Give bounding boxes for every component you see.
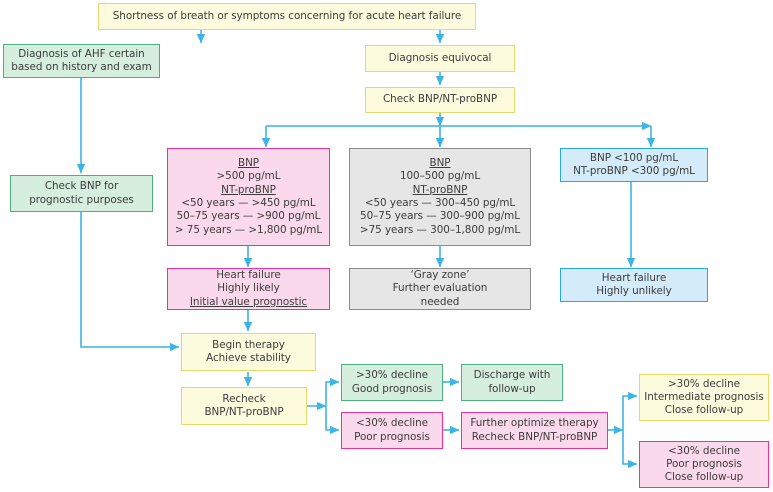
node-ahf-certain-line-1: based on history and exam bbox=[11, 61, 152, 73]
node-mid-values-line-3: <50 years — 300–450 pg/mL bbox=[364, 197, 516, 209]
edge-recheck-to-poor bbox=[325, 406, 340, 435]
node-high-values-line-0: BNP bbox=[237, 157, 260, 170]
node-gray-zone-line-2: needed bbox=[420, 295, 460, 308]
node-poor-prognosis-line-0: <30% decline bbox=[356, 417, 428, 430]
node-mid-values-line-5: >75 years — 300–1,800 pg/mL bbox=[359, 223, 521, 236]
node-discharge[interactable]: Discharge with follow-up bbox=[461, 364, 563, 401]
node-high-values[interactable]: BNP >500 pg/mL NT-proBNP <50 years — >45… bbox=[167, 148, 330, 246]
node-recheck[interactable]: Recheck BNP/NT-proBNP bbox=[181, 387, 307, 425]
node-good-prognosis[interactable]: >30% decline Good prognosis bbox=[341, 364, 443, 401]
node-start-line-0: Shortness of breath or symptoms concerni… bbox=[112, 9, 462, 22]
node-poor-prognosis[interactable]: <30% decline Poor prognosis bbox=[341, 412, 443, 449]
node-gray-zone-line-0: ‘Gray zone’ bbox=[410, 269, 470, 282]
node-mid-values[interactable]: BNP 100–500 pg/mL NT-proBNP <50 years — … bbox=[349, 148, 531, 246]
node-poor-prognosis-line-1: Poor prognosis bbox=[354, 430, 430, 443]
node-high-values-line-3: <50 years — >450 pg/mL bbox=[181, 197, 316, 209]
node-intermediate-prognosis-line-1: Intermediate prognosis bbox=[644, 390, 764, 403]
edge-optimize-to-intermediate bbox=[622, 391, 638, 430]
node-poor-prognosis-close-line-1: Poor prognosis bbox=[666, 457, 742, 470]
node-further-optimize[interactable]: Further optimize therapy Recheck BNP/NT-… bbox=[461, 412, 608, 449]
node-gray-zone-line-1: Further evaluation bbox=[392, 282, 488, 295]
node-recheck-line-1: BNP/NT-proBNP bbox=[204, 406, 284, 418]
node-mid-values-line-4: 50–75 years — 300–900 pg/mL bbox=[360, 210, 520, 223]
node-check-bnp-prognostic-line-1: prognostic purposes bbox=[29, 193, 134, 206]
node-check-bnp-line-0: Check BNP/NT-proBNP bbox=[382, 93, 498, 106]
node-start[interactable]: Shortness of breath or symptoms concerni… bbox=[98, 3, 476, 30]
node-intermediate-prognosis-line-2: Close follow-up bbox=[664, 404, 744, 417]
node-gray-zone[interactable]: ‘Gray zone’ Further evaluation needed bbox=[349, 268, 531, 310]
node-good-prognosis-line-0: >30% decline bbox=[356, 369, 428, 382]
node-low-values[interactable]: BNP <100 pg/mL NT-proBNP <300 pg/mL bbox=[560, 148, 708, 182]
node-low-values-line-1: NT-proBNP <300 pg/mL bbox=[573, 165, 695, 177]
edge-optimize-to-poor-close bbox=[622, 430, 638, 469]
node-hf-unlikely-line-1: Highly unlikely bbox=[596, 285, 672, 297]
node-ahf-certain-line-0: Diagnosis of AHF certain bbox=[18, 47, 145, 60]
node-further-optimize-line-1: Recheck BNP/NT-proBNP bbox=[471, 430, 598, 443]
node-begin-therapy-line-0: Begin therapy bbox=[212, 338, 285, 351]
node-poor-prognosis-close[interactable]: <30% decline Poor prognosis Close follow… bbox=[639, 441, 769, 488]
node-recheck-line-0: Recheck bbox=[222, 392, 266, 405]
edge-recheck-to-good bbox=[325, 377, 340, 406]
node-poor-prognosis-close-line-2: Close follow-up bbox=[664, 471, 744, 484]
node-high-values-line-4: 50–75 years — >900 pg/mL bbox=[176, 210, 321, 223]
node-discharge-line-1: follow-up bbox=[488, 382, 536, 395]
node-mid-values-line-2: NT-proBNP bbox=[412, 183, 468, 196]
node-intermediate-prognosis-line-0: >30% decline bbox=[668, 377, 740, 390]
node-mid-values-line-1: 100–500 pg/mL bbox=[399, 170, 481, 183]
edge-check-prognostic-to-begin-therapy bbox=[80, 212, 180, 352]
node-hf-likely-line-1: Highly likely bbox=[217, 282, 280, 295]
node-high-values-line-1: >500 pg/mL bbox=[216, 170, 281, 183]
node-hf-unlikely-line-0: Heart failure bbox=[601, 271, 667, 284]
node-further-optimize-line-0: Further optimize therapy bbox=[470, 417, 599, 430]
node-check-bnp-prognostic-line-0: Check BNP for bbox=[44, 180, 119, 193]
node-begin-therapy[interactable]: Begin therapy Achieve stability bbox=[181, 333, 316, 371]
node-poor-prognosis-close-line-0: <30% decline bbox=[668, 444, 740, 457]
node-ahf-certain[interactable]: Diagnosis of AHF certain based on histor… bbox=[3, 44, 160, 78]
node-hf-likely-line-0: Heart failure bbox=[216, 269, 281, 282]
node-equivocal-line-0: Diagnosis equivocal bbox=[388, 51, 492, 64]
node-hf-likely-line-2: Initial value prognostic bbox=[189, 295, 308, 308]
node-low-values-line-0: BNP <100 pg/mL bbox=[589, 151, 679, 164]
node-check-bnp-prognostic[interactable]: Check BNP for prognostic purposes bbox=[10, 175, 153, 212]
node-equivocal[interactable]: Diagnosis equivocal bbox=[365, 45, 515, 72]
node-hf-likely[interactable]: Heart failure Highly likely Initial valu… bbox=[167, 268, 330, 310]
node-high-values-line-2: NT-proBNP bbox=[221, 183, 276, 196]
node-hf-unlikely[interactable]: Heart failure Highly unlikely bbox=[560, 268, 708, 302]
node-begin-therapy-line-1: Achieve stability bbox=[206, 352, 291, 364]
node-discharge-line-0: Discharge with bbox=[473, 369, 551, 382]
node-good-prognosis-line-1: Good prognosis bbox=[351, 382, 433, 395]
node-mid-values-line-0: BNP bbox=[429, 157, 451, 170]
node-check-bnp[interactable]: Check BNP/NT-proBNP bbox=[365, 87, 515, 113]
node-high-values-line-5: > 75 years — >1,800 pg/mL bbox=[174, 223, 323, 236]
node-intermediate-prognosis[interactable]: >30% decline Intermediate prognosis Clos… bbox=[639, 374, 769, 421]
